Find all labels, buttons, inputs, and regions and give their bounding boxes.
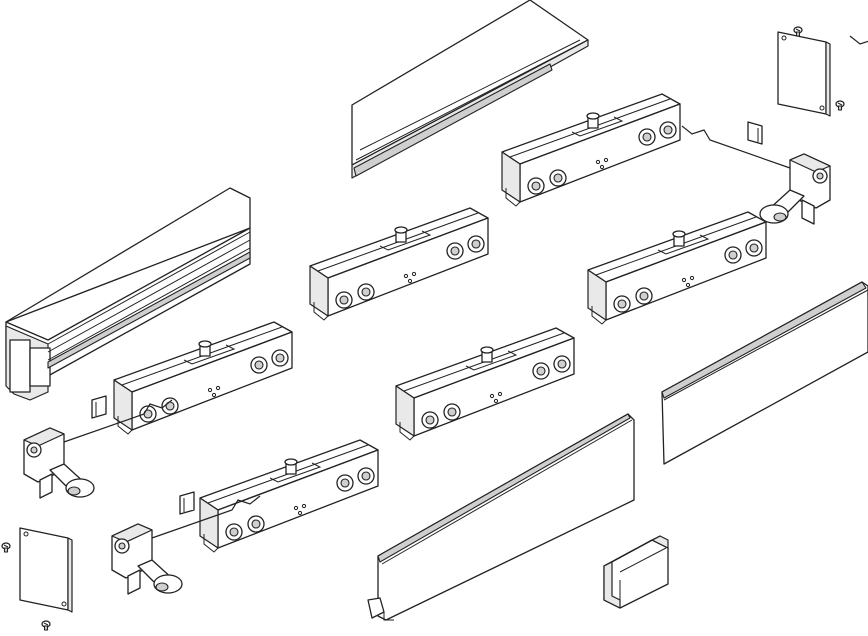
glass-clamp-3 <box>587 211 767 325</box>
end-stopper-1 <box>849 31 868 135</box>
end-cap-top-screw-1 <box>793 26 803 37</box>
end-cap-bottom-screw-1 <box>1 542 11 553</box>
track-lower-rail <box>367 413 635 621</box>
track-left-rail <box>5 187 251 401</box>
track-upper-rail <box>351 0 589 179</box>
end-stopper-2 <box>681 121 831 225</box>
end-cap-top-screw-2 <box>835 100 845 111</box>
end-cap-bottom <box>19 527 73 613</box>
glass-clamp-4 <box>113 321 293 435</box>
end-cap-bottom-screw-2 <box>41 620 51 631</box>
glass-clamp-6 <box>199 439 379 553</box>
glass-clamp-5 <box>395 327 575 441</box>
glass-clamp-1 <box>501 93 681 207</box>
end-cap-top <box>777 31 831 117</box>
glass-clamp-2 <box>309 207 489 321</box>
cover-strip <box>661 281 868 465</box>
floor-guide <box>603 535 669 609</box>
